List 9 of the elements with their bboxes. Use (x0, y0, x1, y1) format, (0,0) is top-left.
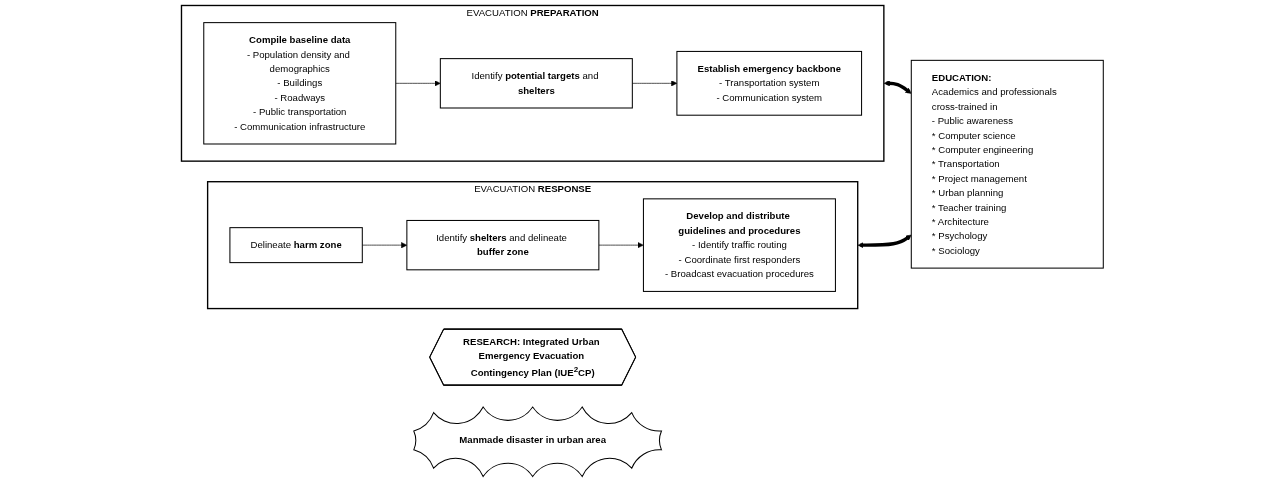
node-box: Develop and distribute guidelines and procedures - Identify traffic routing - Coordinate first responders - Broadcast evacuation procedures (643, 198, 837, 292)
node-box: Establish emergency backbone - Transportation system - Communication system (676, 50, 863, 116)
node-box: EDUCATION: Academics and professionals cross-trained in - Public awareness * Computer science * Computer engineering * Transportation * Project management * Urban planning * Teacher training * Architecture * Psychology * Sociology (910, 59, 1104, 269)
node-box: Delineate harm zone (229, 227, 363, 264)
node-box: Identify shelters and delineate buffer zone (406, 219, 600, 271)
node-box: Identify potential targets and shelters (439, 58, 633, 109)
arrow (883, 80, 912, 94)
arrow (857, 234, 912, 249)
node-box: Compile baseline data - Population density and demographics - Buildings - Roadways - Public transportation - Communication infrastructure (203, 22, 397, 145)
